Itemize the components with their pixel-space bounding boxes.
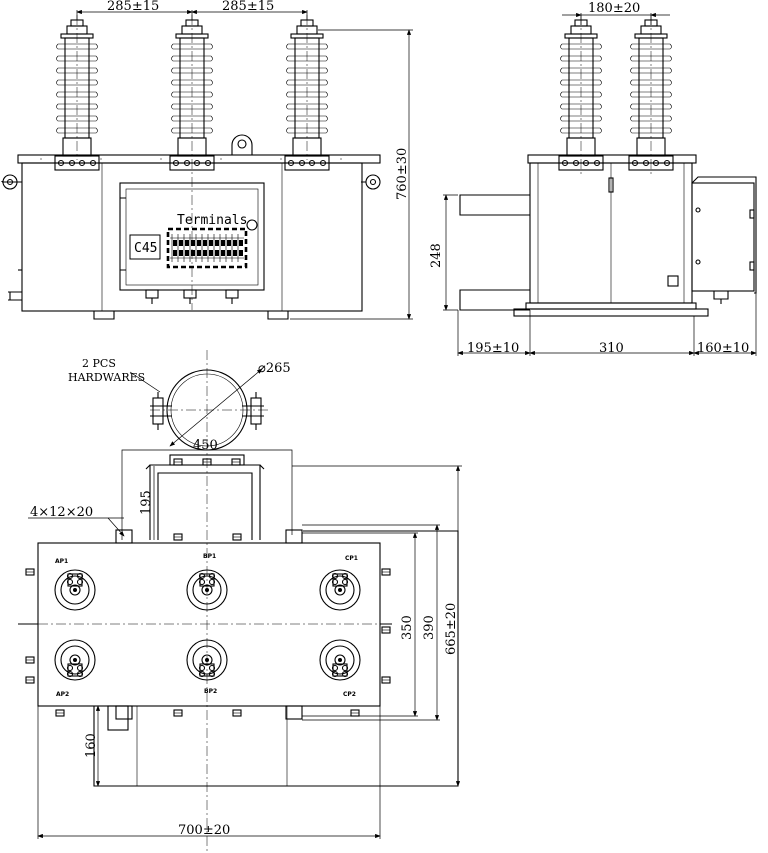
dim-665: 665±20: [444, 603, 459, 655]
dim-mount-hole: 4×12×20: [30, 505, 93, 520]
bushing-bp2: [186, 639, 228, 681]
phase-label-cp2: CP2: [343, 691, 356, 698]
dim-clamp-offset: 195: [139, 490, 154, 515]
dim-350: 350: [400, 615, 415, 640]
dim-700: 700±20: [178, 823, 230, 838]
base-plate: [37, 542, 381, 707]
dim-side-right: 160±10: [697, 341, 749, 356]
terminals-label: Terminals: [177, 213, 247, 228]
dim-side-pitch: 180±20: [588, 1, 640, 16]
bushing-ap2: [54, 639, 96, 681]
hardware-note-line2: HARDWARES: [68, 371, 145, 384]
phase-label-ap1: AP1: [55, 558, 68, 565]
dim-pitch-right: 285±15: [222, 0, 274, 14]
plan-view: ⌀265 2 PCS HARDWARES 450 195: [18, 350, 462, 853]
dim-side-left: 195±10: [467, 341, 519, 356]
phase-label-cp1: CP1: [345, 555, 358, 562]
dim-side-height: 248: [429, 243, 444, 268]
terminals-box: [166, 227, 248, 269]
dim-pole-diameter: ⌀265: [258, 361, 291, 376]
dim-160: 160: [84, 733, 99, 758]
front-view: C45 Terminals 285±15 285±15 760±30: [1, 0, 413, 320]
phase-label-ap2: AP2: [56, 691, 69, 698]
bushing-ap1: [54, 569, 96, 611]
dim-front-height: 760±30: [395, 148, 410, 200]
hardware-note-line1: 2 PCS: [82, 357, 116, 370]
dim-clamp-width: 450: [193, 438, 218, 453]
bushing-bp1: [186, 569, 228, 611]
phase-label-bp1: BP1: [203, 553, 216, 560]
bushing-cp2: [319, 639, 361, 681]
breaker-label: C45: [134, 241, 157, 256]
dim-side-mid: 310: [599, 341, 624, 356]
bushing-cp1: [319, 569, 361, 611]
dim-390: 390: [422, 615, 437, 640]
phase-label-bp2: BP2: [204, 688, 217, 695]
dim-pitch-left: 285±15: [107, 0, 159, 14]
side-view: 180±20 248 195±10 310 160±10: [429, 1, 757, 356]
